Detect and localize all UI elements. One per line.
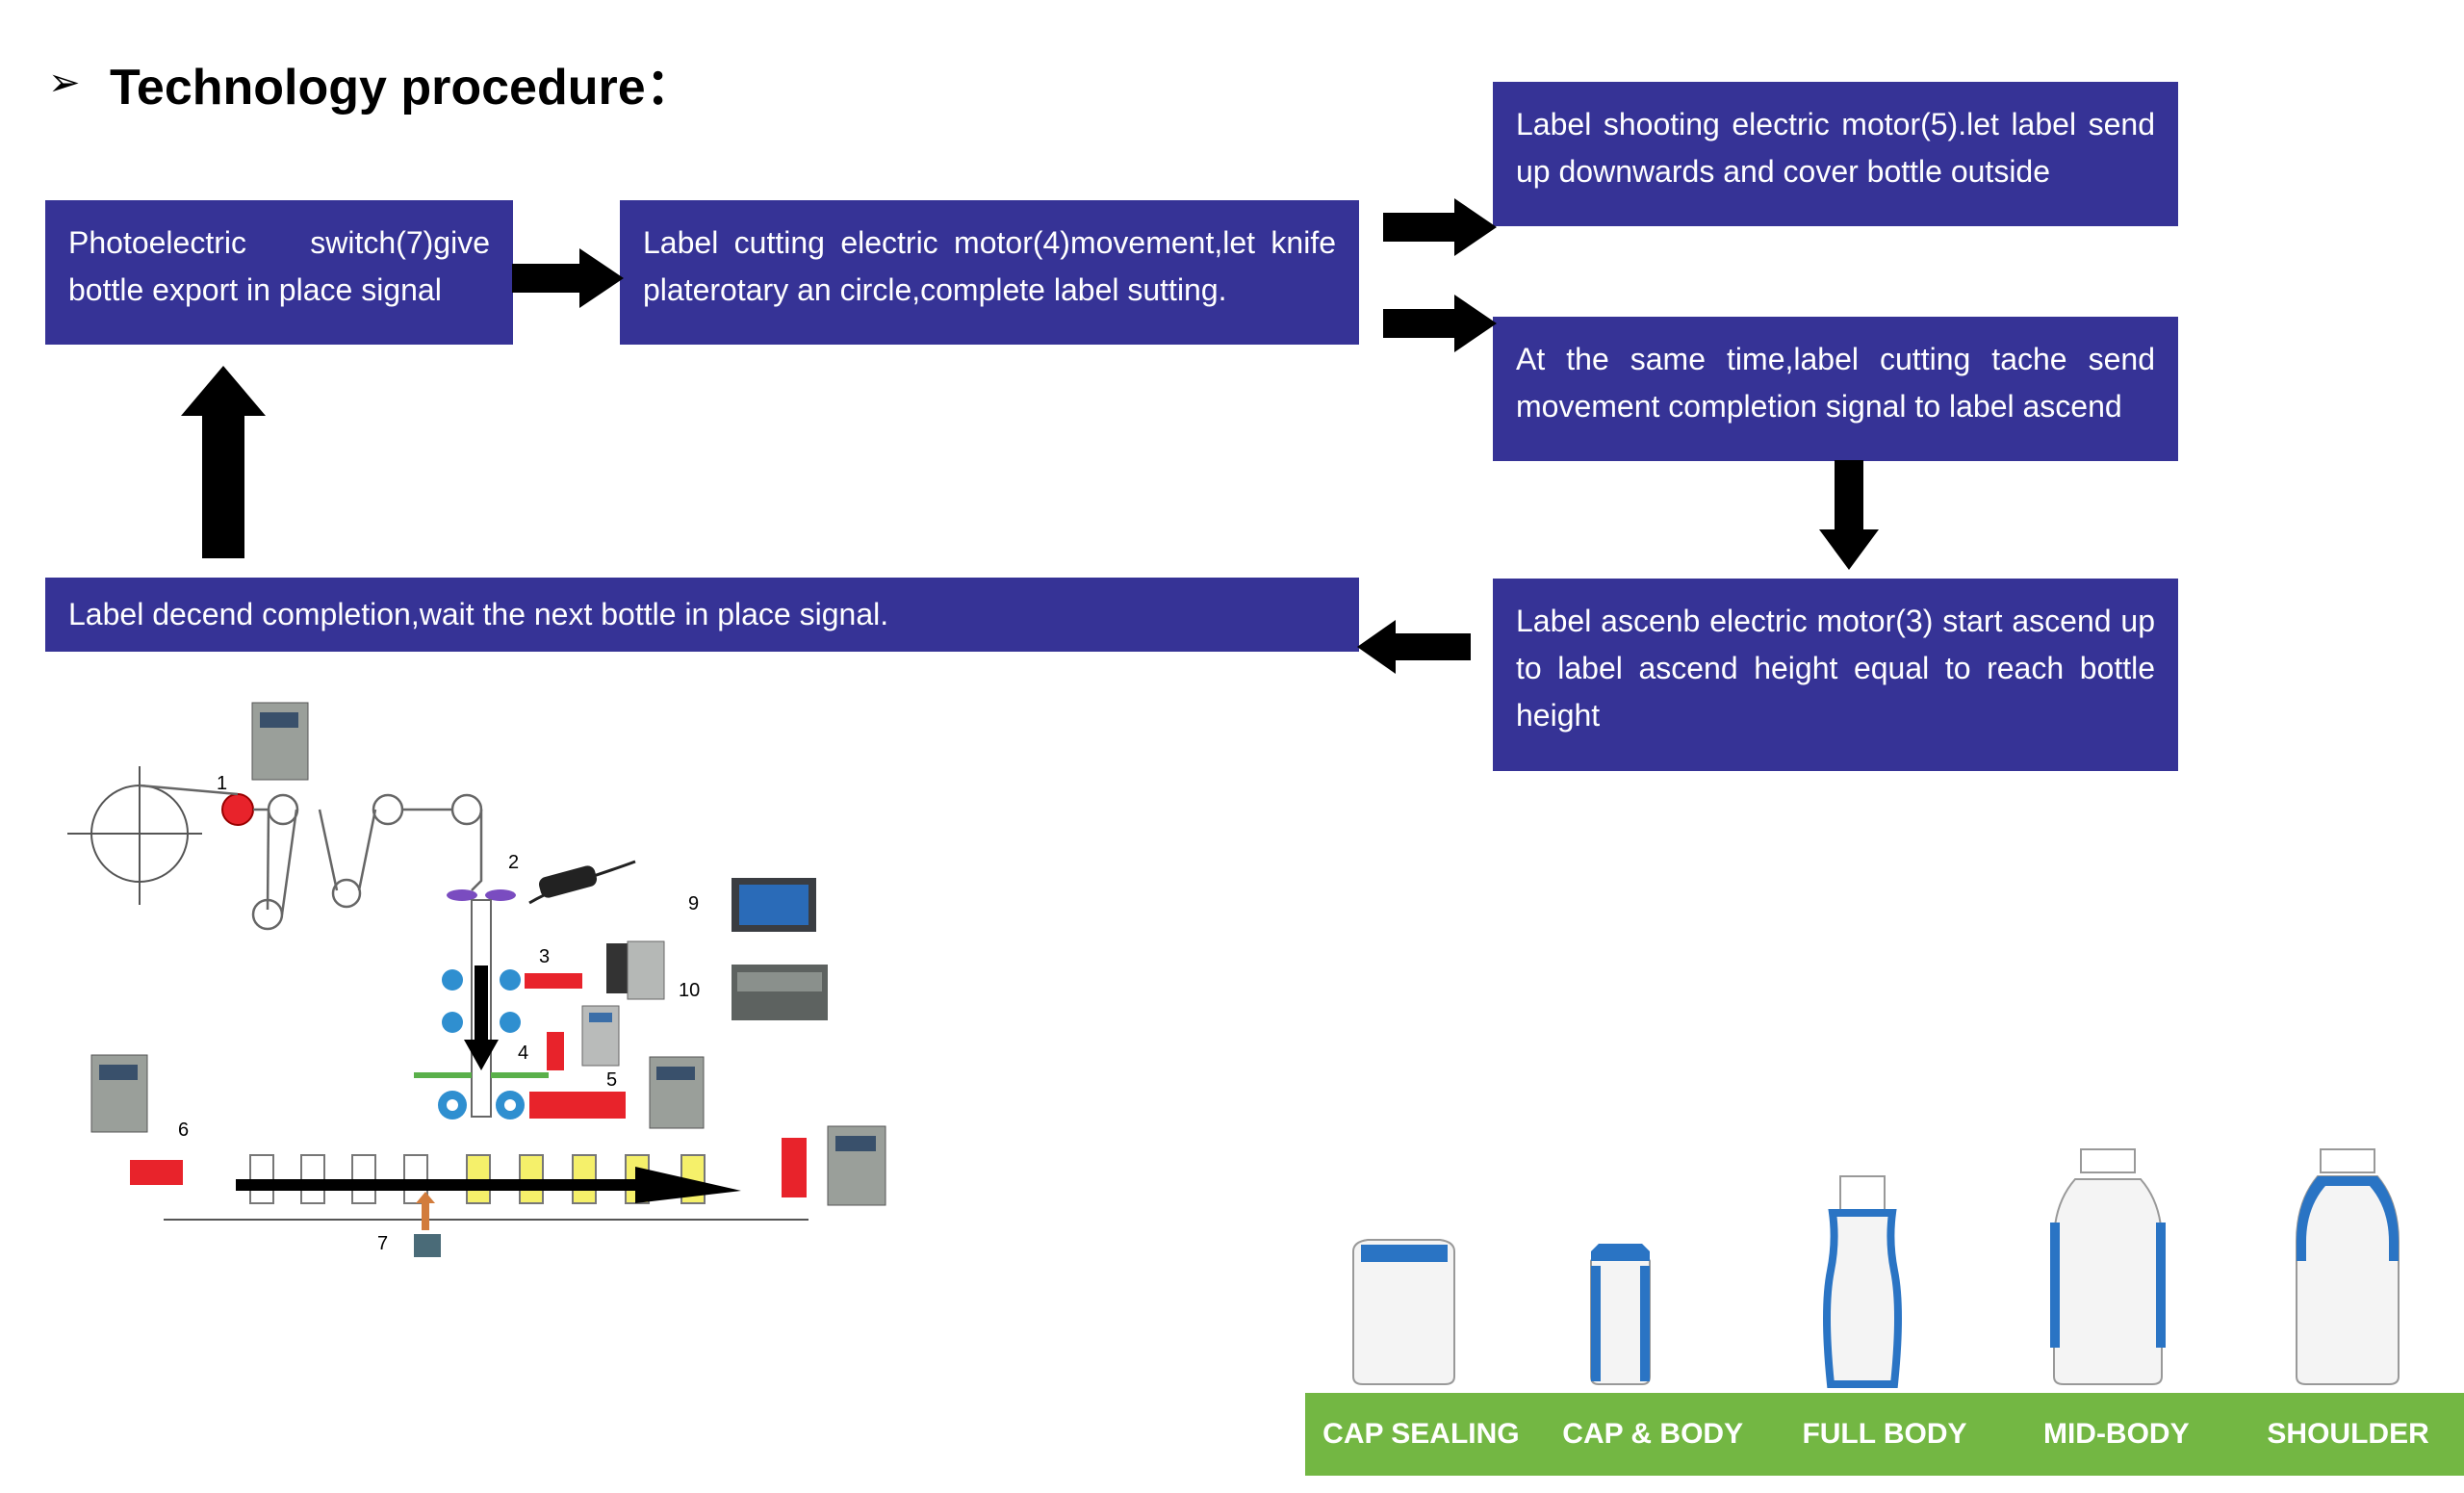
step-cutting-box: Label cutting electric motor(4)movement,… [620, 200, 1359, 345]
step-shooting-box: Label shooting electric motor(5).let lab… [1493, 82, 2178, 226]
arrow-down-icon [1819, 460, 1879, 570]
arrow-right-icon [1383, 198, 1497, 256]
step-ascend-box: Label ascenb electric motor(3) start asc… [1493, 579, 2178, 771]
label-number-7: 7 [377, 1233, 388, 1254]
bottle-types-label-bar: CAP SEALING CAP & BODY FULL BODY MID-BOD… [1305, 1393, 2464, 1476]
servo-drive-icon [581, 1005, 620, 1067]
photo-sensor-icon [447, 860, 636, 905]
drive-roller-red [221, 793, 254, 826]
title-text: Technology procedure： [110, 60, 696, 116]
step-sametime-box: At the same time,label cutting tache sen… [1493, 317, 2178, 461]
bullet-arrow-icon: ➢ [48, 60, 81, 105]
bottle-type-label: MID-BODY [2042, 1418, 2190, 1450]
label-number-5: 5 [606, 1069, 617, 1091]
down-arrow-tube-icon [464, 965, 499, 1070]
arrow-right-icon [512, 248, 624, 308]
label-number-2: 2 [508, 852, 519, 873]
plc-icon [732, 965, 828, 1020]
page-title: ➢ Technology procedure： [48, 46, 696, 118]
inverter-icon [90, 1054, 148, 1133]
inverter-icon [251, 702, 309, 781]
photoelectric-switch-icon [414, 1234, 441, 1257]
stopper-motor [130, 1160, 183, 1185]
bottle-full-body-icon [1823, 1175, 1902, 1388]
bottle-mid-body-icon [2050, 1148, 2166, 1385]
label-web-path [139, 784, 483, 931]
step-descend-box: Label decend completion,wait the next bo… [45, 578, 1359, 652]
bottle-types-illustration [1352, 1148, 2400, 1388]
shooting-rollers-icon [414, 1072, 626, 1120]
label-number-1: 1 [217, 773, 227, 794]
inverter-icon [827, 1125, 886, 1206]
bottle-cap-and-body-icon [1590, 1244, 1651, 1385]
outfeed-motor [782, 1138, 807, 1197]
inverter-icon [649, 1056, 705, 1129]
label-number-4: 4 [518, 1043, 528, 1064]
bottle-type-label: FULL BODY [1802, 1418, 1967, 1450]
bottle-type-label: CAP SEALING [1322, 1418, 1520, 1450]
step-photoelectric-box: Photoelectric switch(7)give bottle expor… [45, 200, 513, 345]
label-number-9: 9 [688, 893, 699, 914]
sensor-beam-arrow-icon [416, 1192, 435, 1230]
bottle-type-label: CAP & BODY [1562, 1418, 1744, 1450]
bottle-cap-sealing-icon [1352, 1239, 1455, 1385]
arrow-right-icon [1383, 295, 1497, 352]
labeling-machine-schematic: 1 2 3 10 9 4 5 [67, 702, 886, 1257]
arrow-up-icon [181, 366, 266, 558]
label-roll-icon [67, 766, 202, 905]
label-number-3: 3 [539, 946, 550, 967]
arrow-left-icon [1357, 620, 1471, 674]
conveyor-direction-arrow-icon [236, 1167, 741, 1203]
bottle-shoulder-icon [2296, 1148, 2400, 1385]
feed-rollers-icon [442, 969, 582, 1033]
touch-screen-icon [732, 878, 816, 932]
cutter-motor [547, 1032, 564, 1070]
label-number-6: 6 [178, 1120, 189, 1141]
servo-motor-icon [606, 940, 665, 1000]
label-number-10: 10 [679, 980, 700, 1001]
bottle-type-label: SHOULDER [2267, 1418, 2429, 1450]
